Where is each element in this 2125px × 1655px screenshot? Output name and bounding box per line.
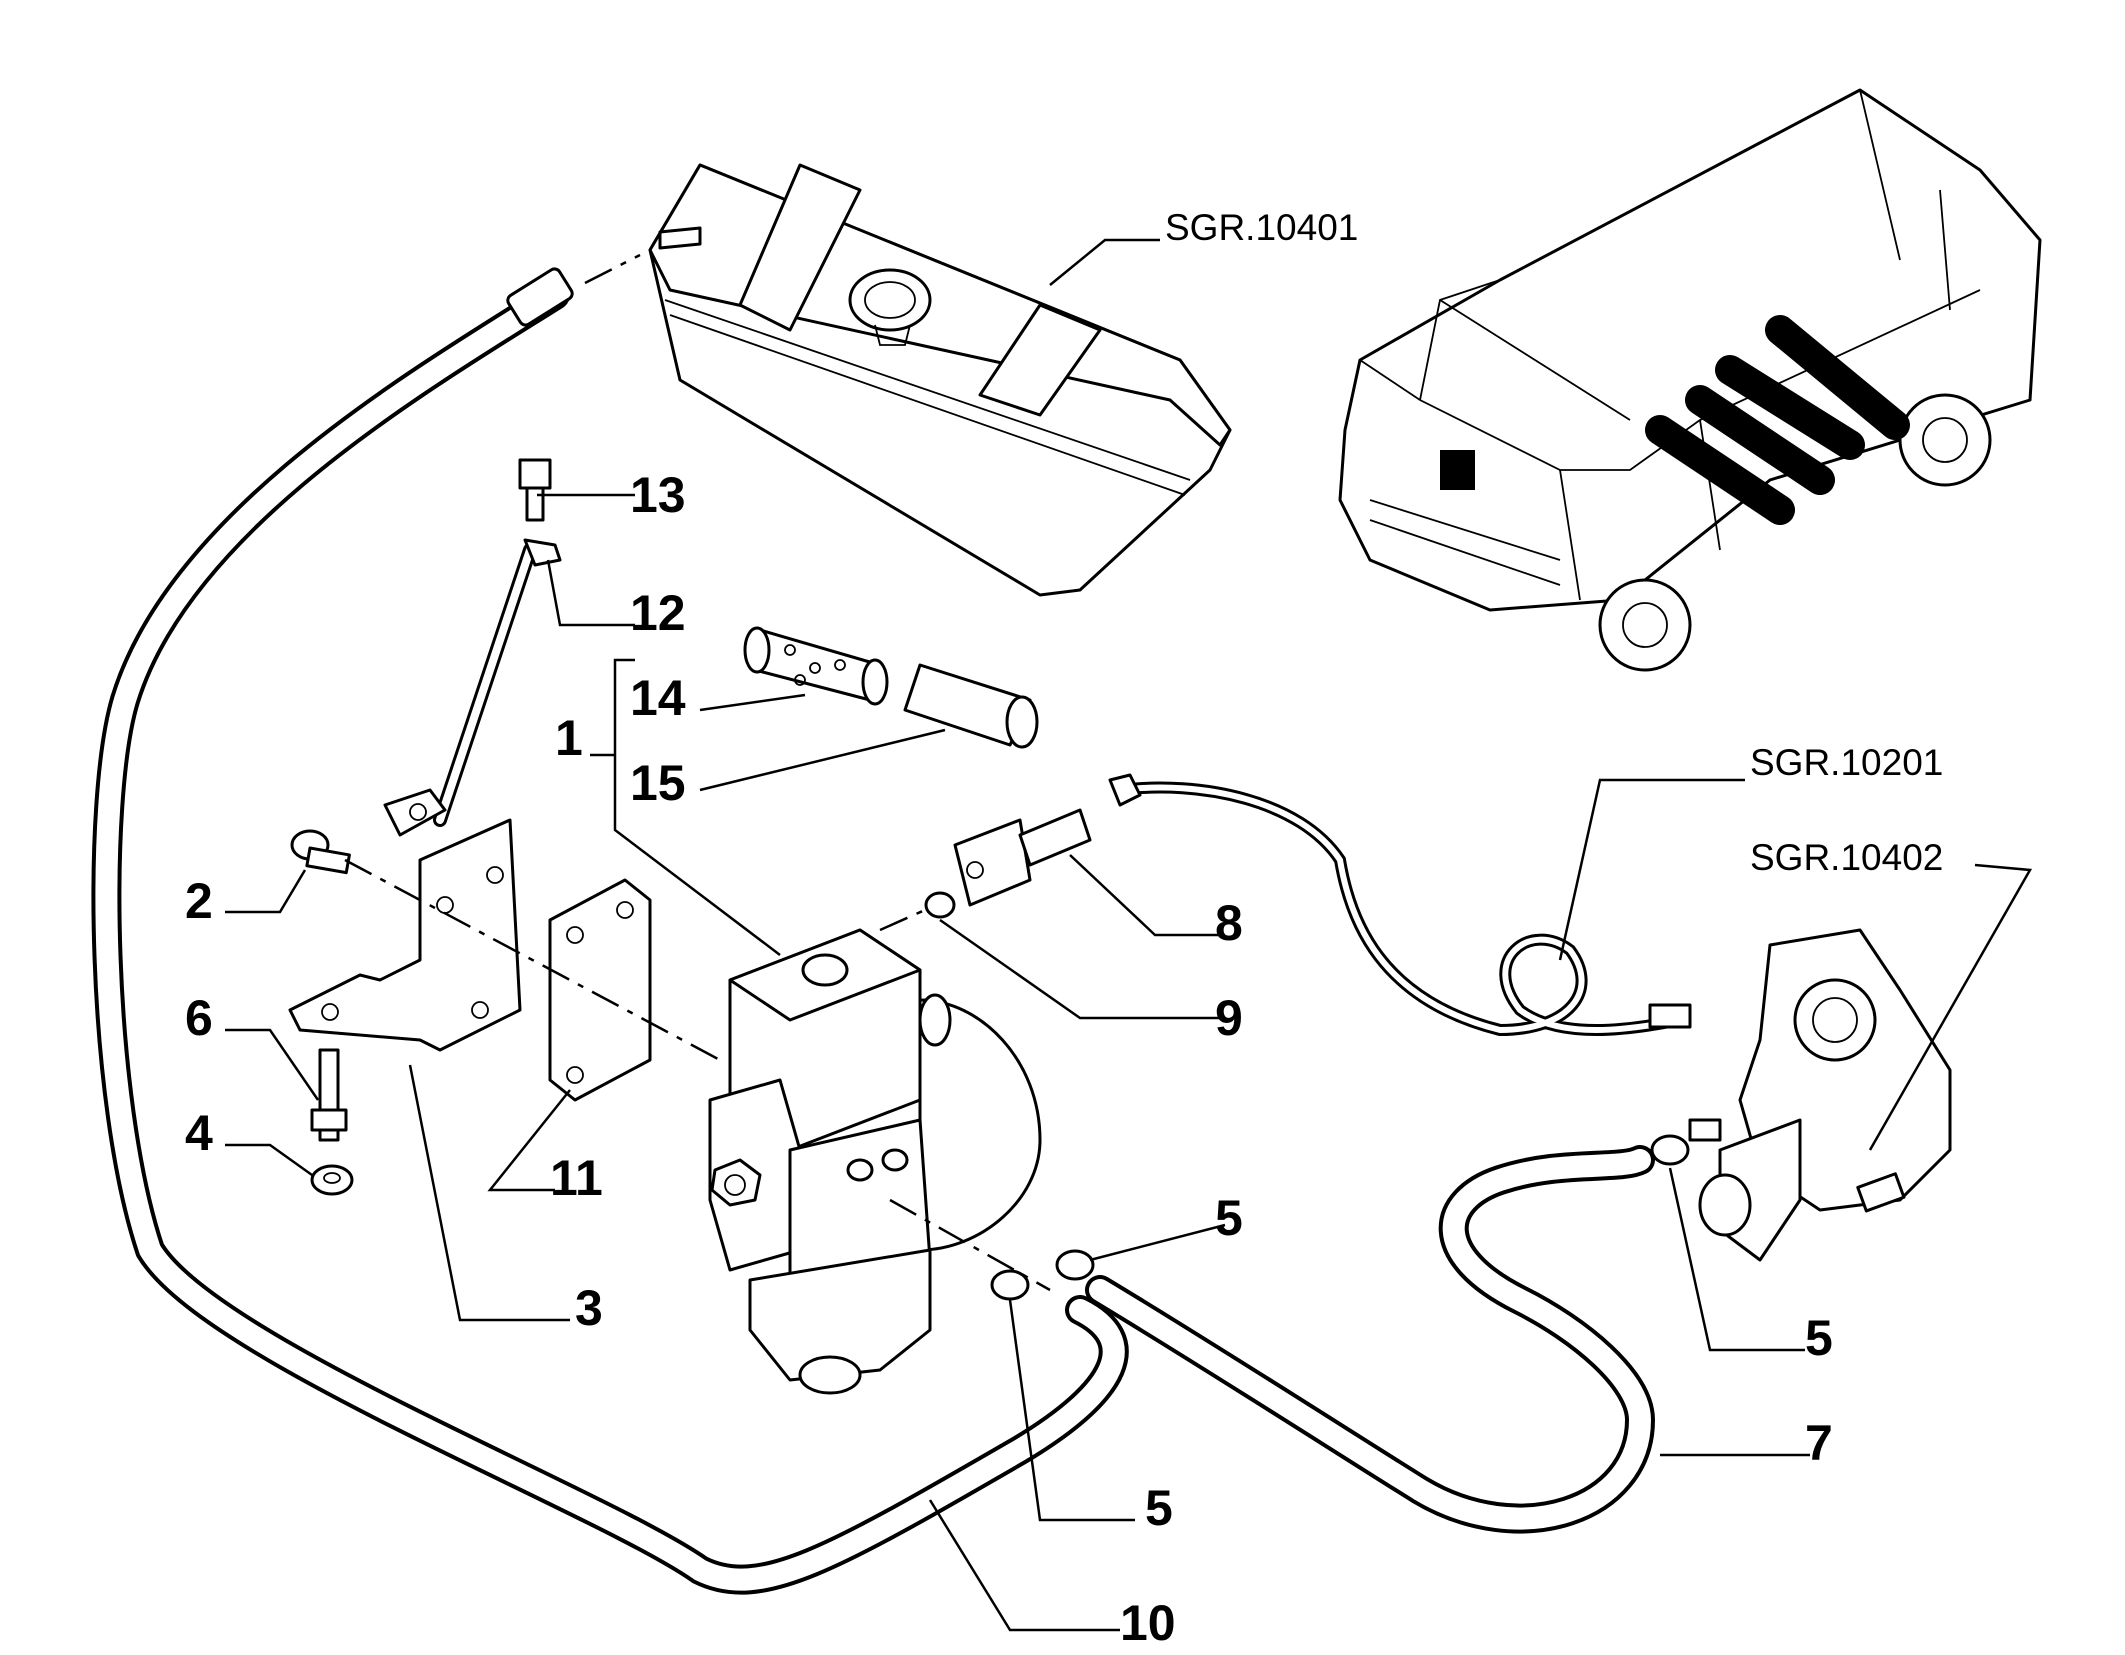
clamp-5c [1650, 1134, 1690, 1166]
filter-15 [903, 663, 1039, 749]
bolt-13 [518, 458, 552, 522]
callout-7: 7 [1805, 1415, 1833, 1471]
control-valve-assembly [708, 928, 1042, 1395]
callout-10: 10 [1120, 1595, 1176, 1651]
callout-5-upper: 5 [1215, 1190, 1243, 1246]
callout-14: 14 [630, 670, 686, 726]
callout-2: 2 [185, 873, 213, 929]
fitting-8 [953, 808, 1092, 907]
callout-6: 6 [185, 990, 213, 1046]
ref-sgr-10402: SGR.10402 [1750, 837, 1943, 878]
axis-line-3 [584, 253, 641, 285]
callout-8: 8 [1215, 895, 1243, 951]
callout-13: 13 [630, 467, 686, 523]
rod-12 [383, 538, 562, 837]
callout-3: 3 [575, 1280, 603, 1336]
hose-10 [91, 267, 1129, 1595]
clamp-5a [1055, 1249, 1095, 1281]
nut-4 [310, 1164, 354, 1196]
axis-line-1 [344, 858, 721, 1062]
callout-9: 9 [1215, 990, 1243, 1046]
vehicle-illustration [1338, 88, 2042, 672]
hose-7 [1085, 1145, 1656, 1534]
screw-2 [290, 829, 351, 875]
o-ring-9 [924, 891, 956, 919]
callout-12: 12 [630, 585, 686, 641]
leader-lines [225, 238, 2033, 1632]
axis-line-2 [889, 1198, 1051, 1292]
stud-6 [310, 1048, 348, 1142]
ref-sgr-10201: SGR.10201 [1750, 742, 1943, 783]
ref-sgr-10401: SGR.10401 [1165, 207, 1358, 248]
filter-14 [743, 626, 889, 706]
axis-line-4 [879, 908, 926, 932]
pipe-assembly [1108, 773, 1692, 1037]
callout-15: 15 [630, 755, 686, 811]
callout-5-right: 5 [1805, 1310, 1833, 1366]
callout-5-lower: 5 [1145, 1480, 1173, 1536]
bracket-3 [288, 818, 522, 1052]
pump-assembly [1688, 928, 1952, 1262]
callout-11: 11 [550, 1150, 603, 1206]
plate-11 [548, 878, 652, 1102]
clamp-5b [990, 1269, 1030, 1301]
oil-tank [648, 163, 1232, 597]
callout-4: 4 [185, 1105, 213, 1161]
callout-1: 1 [555, 710, 583, 766]
